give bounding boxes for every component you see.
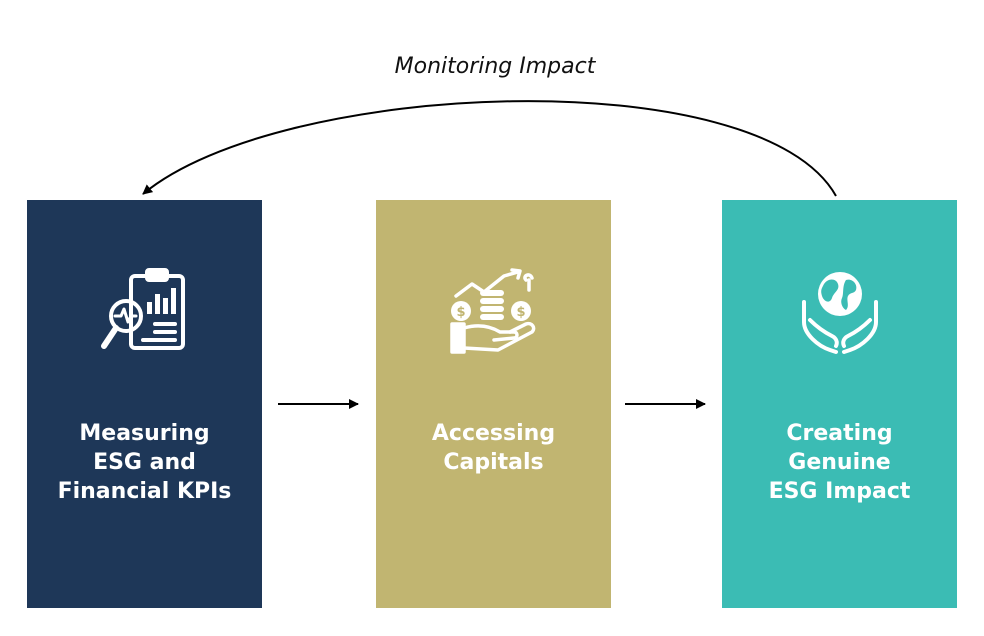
svg-text:$: $ (456, 305, 465, 320)
clipboard-analytics-icon (95, 262, 195, 362)
money-growth-icon: $ $ (444, 262, 544, 362)
step-title: Creating Genuine ESG Impact (768, 421, 911, 504)
loop-label: Monitoring Impact (394, 54, 596, 79)
step-title: Measuring ESG and Financial KPIs (57, 421, 232, 504)
step-title: Accessing Capitals (431, 421, 556, 475)
step-measuring-kpis: Measuring ESG and Financial KPIs (27, 200, 262, 608)
step-accessing-capitals: $ $ Accessing Capitals (376, 200, 611, 608)
svg-text:$: $ (516, 305, 525, 320)
step-creating-impact: Creating Genuine ESG Impact (722, 200, 957, 608)
globe-hands-icon (790, 262, 890, 362)
loop-arrow (142, 100, 837, 197)
